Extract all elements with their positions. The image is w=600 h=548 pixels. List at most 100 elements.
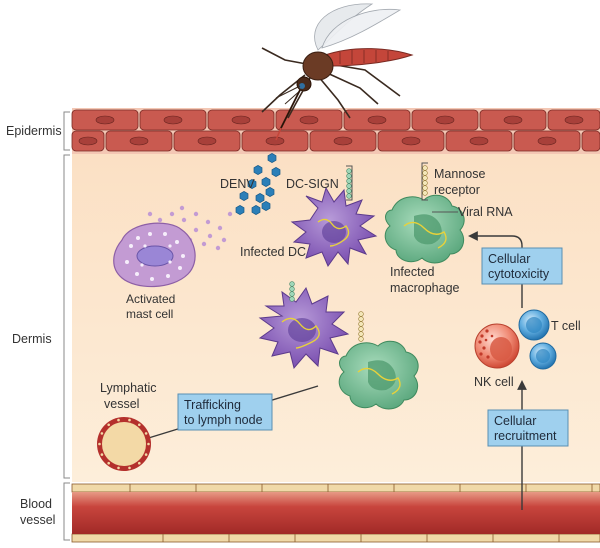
lymph-wall-dot (144, 432, 148, 435)
infected-dc-label: Infected DC (240, 245, 306, 259)
t-cell (518, 309, 550, 341)
lymphatic-vessel-label-line2: vessel (104, 397, 139, 411)
mosquito (261, 3, 414, 141)
infected-macrophage-label-line2: macrophage (390, 281, 460, 295)
t-cell-label: T cell (551, 319, 581, 333)
granule (201, 241, 207, 247)
lymph-wall-dot (117, 418, 120, 422)
granule (179, 205, 185, 211)
denv-particle (239, 190, 249, 202)
denv-particle (235, 204, 245, 216)
granule (205, 219, 211, 225)
blood-vessel-label-line2: vessel (20, 513, 55, 527)
viral-rna-label: Viral RNA (458, 205, 513, 219)
granule (147, 211, 153, 217)
region-brackets (63, 111, 70, 541)
denv-particle (253, 164, 263, 176)
skin-cell-nucleus (435, 115, 455, 125)
skin-cell-nucleus (401, 136, 421, 146)
skin-cell-nucleus (197, 136, 217, 146)
denv-particle (247, 178, 257, 190)
denv-particle (261, 200, 271, 212)
skin-cell (581, 130, 600, 152)
skin-cell-nucleus (367, 115, 387, 125)
denv-particle (271, 166, 281, 178)
dc-sign-label: DC-SIGN (286, 177, 339, 191)
skin-cell-nucleus (231, 115, 251, 125)
denv-particle (267, 152, 277, 164)
skin-cell-nucleus (129, 136, 149, 146)
nk-cell (474, 323, 520, 369)
infected-dc (290, 186, 378, 268)
cellular-cytotoxicity-box: Cellular cytotoxicity (481, 247, 563, 285)
cytotoxicity-line1: Cellular (488, 252, 530, 266)
lymph-wall-dot (107, 423, 110, 427)
epidermis-label: Epidermis (6, 124, 62, 138)
skin-cell-nucleus (503, 115, 523, 125)
lymph-wall-dot (107, 461, 110, 465)
nk-cell-label: NK cell (474, 375, 514, 389)
denv-particles (235, 152, 281, 216)
blood-vessel-label-line1: Blood (20, 497, 52, 511)
lymph-wall-dot (100, 432, 104, 435)
skin-cell-nucleus (265, 136, 285, 146)
denv-label: DENV (220, 177, 255, 191)
cytotoxicity-line2: cytotoxicity (488, 267, 550, 281)
epidermis-layer (71, 108, 600, 154)
dc-sign-receptor (346, 165, 353, 201)
skin-cell-nucleus (564, 115, 584, 125)
trafficking-box: Trafficking to lymph node (177, 393, 273, 431)
granule (193, 211, 199, 217)
mast-cell-label-line1: Activated (126, 292, 175, 306)
skin-cell-nucleus (299, 115, 319, 125)
granule (217, 225, 223, 231)
granule (157, 217, 163, 223)
skin-cell-nucleus (469, 136, 489, 146)
skin-cell-nucleus (95, 115, 115, 125)
lymph-wall-dot (128, 418, 131, 422)
t-cell-2 (529, 342, 557, 370)
mast-cell-label-line2: mast cell (126, 307, 173, 321)
granule (221, 237, 227, 243)
granule (207, 233, 213, 239)
skin-cell-nucleus (537, 136, 557, 146)
blood-vessel (71, 483, 600, 543)
activated-mast-cell (113, 222, 196, 288)
granule (193, 227, 199, 233)
granule (227, 211, 233, 217)
mannose-receptor-label-line2: receptor (434, 183, 480, 197)
dermis-label: Dermis (12, 332, 52, 346)
denv-particle (255, 192, 265, 204)
skin-cell-nucleus (163, 115, 183, 125)
granule (215, 245, 221, 251)
migrating-macrophage (338, 311, 419, 410)
lymphatic-vessel (97, 417, 151, 471)
lymph-wall-dot (147, 442, 150, 446)
cellular-recruitment-box: Cellular recruitment (487, 409, 569, 447)
skin-cell-nucleus (333, 136, 353, 146)
lymph-wall-dot (138, 461, 141, 465)
granule (181, 217, 187, 223)
lymph-wall-dot (117, 466, 120, 470)
skin-cell-nucleus (78, 136, 98, 146)
mannose-receptor-label-line1: Mannose (434, 167, 485, 181)
lymph-wall-dot (144, 453, 148, 456)
cytotoxicity-arrow (468, 231, 523, 308)
lymphatic-vessel-label-line1: Lymphatic (100, 381, 157, 395)
lymph-wall-dot (100, 453, 104, 456)
migrating-dc (258, 281, 350, 370)
granule (169, 211, 175, 217)
lymph-wall-dot (138, 423, 141, 427)
denv-particle (261, 176, 271, 188)
trafficking-line1: Trafficking (184, 398, 241, 412)
mannose-receptor-top (421, 162, 428, 201)
denv-particle (251, 204, 261, 216)
recruitment-line1: Cellular (494, 414, 536, 428)
infected-macrophage-label-line1: Infected (390, 265, 435, 279)
trafficking-line2: to lymph node (184, 413, 263, 427)
lymph-wall-dot (98, 442, 101, 446)
lymph-wall-dot (128, 466, 131, 470)
recruitment-line2: recruitment (494, 429, 557, 443)
